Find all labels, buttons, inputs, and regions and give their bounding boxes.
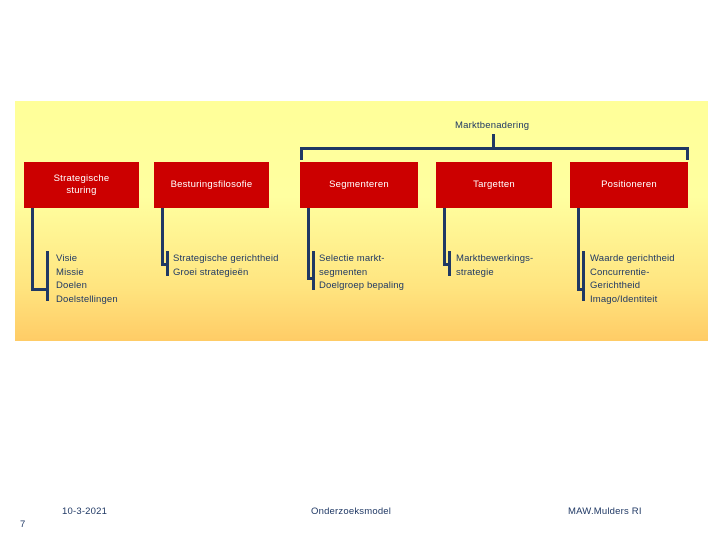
- detail-strategische-sturing: Visie Missie Doelen Doelstellingen: [56, 253, 118, 305]
- connector-horizontal-3: [307, 277, 315, 280]
- connector-horizontal-1: [31, 288, 49, 291]
- detail-positioneren: Waarde gerichtheid Concurrentie- Gericht…: [590, 253, 675, 305]
- connector-vertical-1: [31, 208, 34, 291]
- detail-targetten: Marktbewerkings- strategie: [456, 253, 534, 278]
- connector-horizontal-4: [443, 263, 451, 266]
- footer-page-number: 7: [20, 519, 26, 530]
- detail-segmenteren: Selectie markt- segmenten Doelgroep bepa…: [319, 253, 405, 291]
- connector-horizontal-2: [161, 263, 169, 266]
- node-label-line1: Targetten: [473, 179, 515, 190]
- connector-horizontal-5: [577, 288, 585, 291]
- bracket-right-tip: [686, 147, 689, 160]
- node-label-line1: Strategische: [53, 173, 110, 184]
- connector-bracket-1: [46, 251, 49, 301]
- node-targetten[interactable]: Targetten: [436, 162, 552, 208]
- bracket-horizontal-bar: [300, 147, 689, 150]
- footer-title: Onderzoeksmodel: [311, 506, 392, 517]
- footer-date: 10-3-2021: [62, 506, 108, 517]
- detail-besturingsfilosofie: Strategische gerichtheid Groei strategie…: [173, 253, 279, 278]
- node-positioneren[interactable]: Positioneren: [570, 162, 688, 208]
- grouping-label-marktbenadering: Marktbenadering: [455, 120, 530, 131]
- bracket-stem: [492, 134, 495, 148]
- bracket-left-tip: [300, 147, 303, 160]
- connector-vertical-3: [307, 208, 310, 280]
- node-besturingsfilosofie[interactable]: Besturingsfilosofie: [154, 162, 269, 208]
- connector-bracket-5: [582, 251, 585, 301]
- connector-bracket-4: [448, 251, 451, 276]
- node-label-line1: Segmenteren: [329, 179, 389, 190]
- footer-author: MAW.Mulders RI: [568, 506, 642, 517]
- node-label-line2: sturing: [66, 185, 97, 196]
- node-label-line1: Positioneren: [601, 179, 657, 190]
- node-segmenteren[interactable]: Segmenteren: [300, 162, 418, 208]
- connector-vertical-5: [577, 208, 580, 291]
- node-label-line1: Besturingsfilosofie: [170, 179, 253, 190]
- connector-vertical-2: [161, 208, 164, 266]
- connector-bracket-3: [312, 251, 315, 290]
- node-strategische-sturing[interactable]: Strategische sturing: [24, 162, 139, 208]
- gradient-panel: [15, 101, 708, 341]
- connector-bracket-2: [166, 251, 169, 276]
- connector-vertical-4: [443, 208, 446, 266]
